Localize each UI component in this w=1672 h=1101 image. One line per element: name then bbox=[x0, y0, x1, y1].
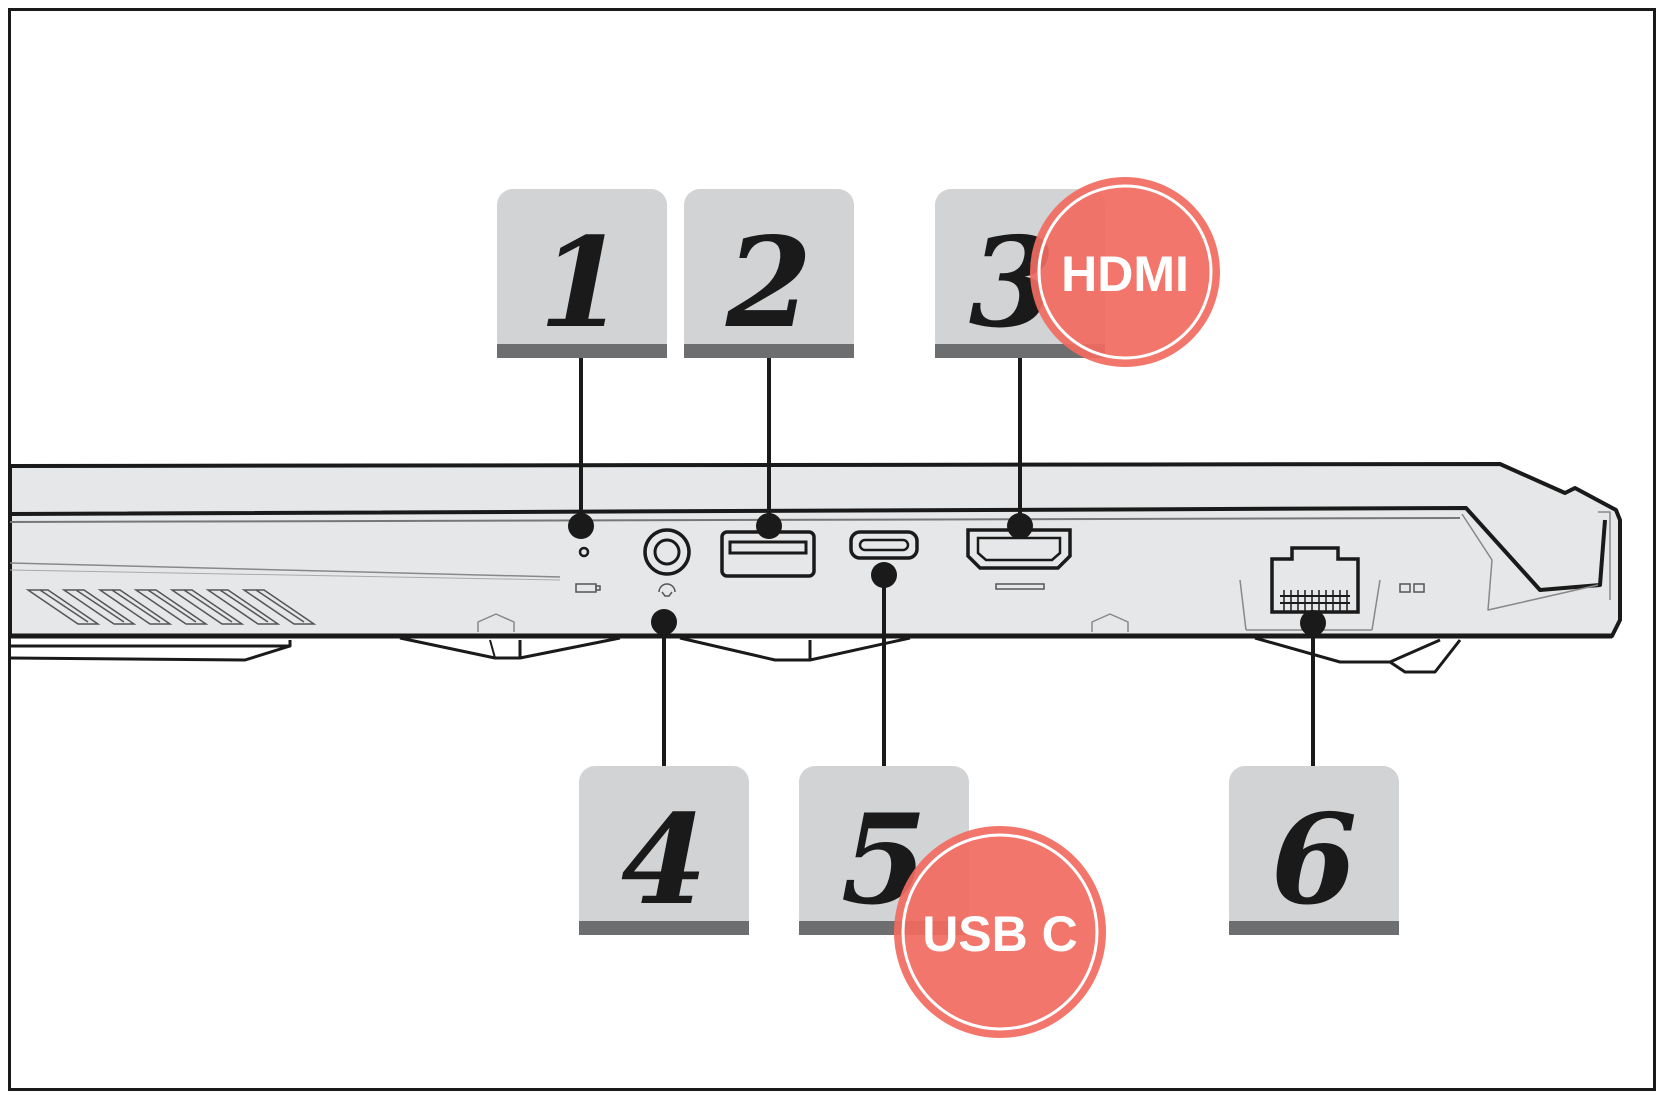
network-icon bbox=[1399, 583, 1425, 593]
leader-dot-6 bbox=[1300, 610, 1326, 636]
headset-icon bbox=[658, 583, 676, 597]
callout-2: 2 bbox=[684, 189, 854, 358]
usb-c-badge: USB C bbox=[894, 826, 1106, 1038]
callout-6: 6 bbox=[1229, 766, 1399, 935]
leader-lines bbox=[579, 357, 1315, 766]
leader-dot-5 bbox=[871, 562, 897, 588]
leader-dot-3 bbox=[1007, 513, 1033, 539]
ethernet-port bbox=[1270, 546, 1360, 614]
callout-number: 6 bbox=[1271, 788, 1357, 933]
callout-1: 1 bbox=[497, 189, 667, 358]
hdmi-badge-label: HDMI bbox=[1061, 246, 1189, 302]
hdmi-badge: HDMI bbox=[1030, 177, 1220, 367]
battery-icon bbox=[575, 583, 601, 593]
usb-c-badge-label: USB C bbox=[922, 906, 1078, 962]
status-led bbox=[578, 546, 590, 558]
callout-number: 1 bbox=[539, 211, 625, 356]
usb-c-port bbox=[849, 530, 919, 560]
leader-dot-4 bbox=[651, 609, 677, 635]
hdmi-logo-icon bbox=[995, 583, 1045, 590]
audio-jack-port bbox=[643, 528, 691, 576]
callout-number: 4 bbox=[621, 788, 707, 933]
leader-dot-2 bbox=[756, 513, 782, 539]
leader-dots bbox=[568, 513, 1326, 636]
hdmi-port bbox=[966, 528, 1072, 570]
vent-slots bbox=[25, 589, 317, 625]
callout-number: 2 bbox=[725, 211, 812, 356]
callout-4: 4 bbox=[579, 766, 749, 935]
leader-dot-1 bbox=[568, 513, 594, 539]
